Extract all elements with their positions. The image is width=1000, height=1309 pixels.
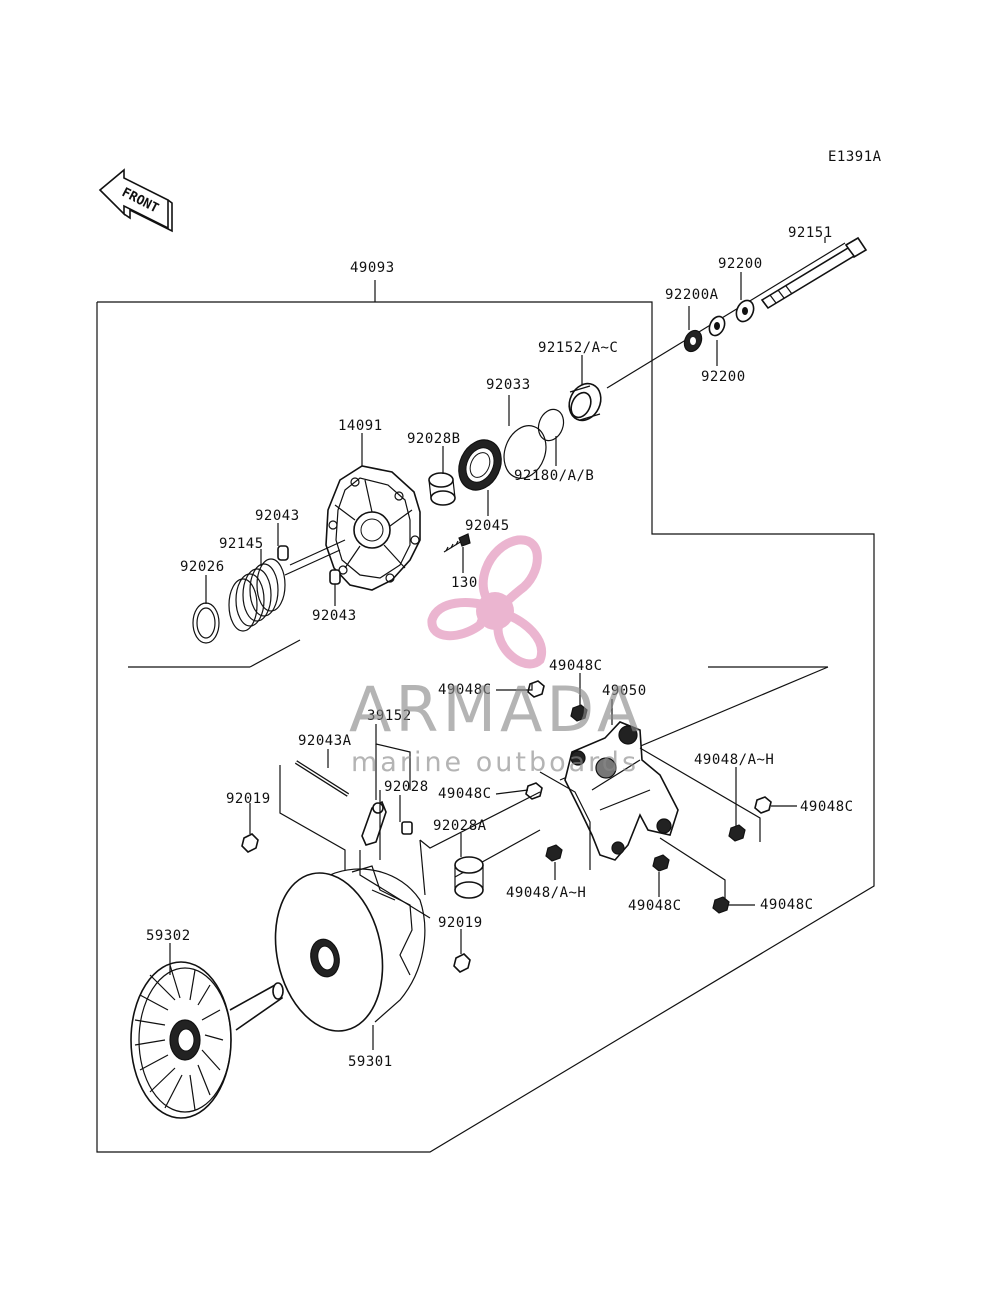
washer-92200-top [735, 299, 755, 323]
propeller-logo-icon [427, 535, 547, 669]
weight-arm-39152 [361, 800, 387, 846]
label-49048AH-right: 49048/A~H [694, 752, 774, 768]
cover-14091 [325, 465, 421, 591]
nut-49048AH-a [728, 824, 746, 842]
nut-49048C-b [570, 704, 588, 722]
label-92200-top: 92200 [718, 256, 763, 272]
label-92180: 92180/A/B [514, 468, 594, 484]
ring-92033 [503, 425, 547, 479]
leader-lines [169, 237, 826, 1050]
ring-92026 [192, 602, 220, 644]
nut-92019-right [453, 953, 471, 973]
label-49048C-2: 49048C [438, 682, 492, 698]
nut-92019-left [241, 833, 259, 853]
bolt-92151 [760, 236, 868, 310]
label-49048C-5: 49048C [628, 898, 682, 914]
label-92028A: 92028A [433, 818, 487, 834]
label-92145: 92145 [219, 536, 264, 552]
nut-49048C-c [525, 782, 543, 800]
label-49093: 49093 [350, 260, 395, 276]
front-arrow-icon: FRONT [98, 168, 173, 233]
label-92019-right: 92019 [438, 915, 483, 931]
label-92028B: 92028B [407, 431, 461, 447]
label-39152: 39152 [367, 708, 412, 724]
spring-92145 [228, 558, 286, 632]
label-92152: 92152/A~C [538, 340, 618, 356]
pin-92043-top [277, 545, 289, 561]
label-49048C-3: 49048C [438, 786, 492, 802]
watermark: ARMADA marine outboards [349, 535, 643, 778]
assembly-boundary [96, 280, 875, 1153]
label-49048C-1: 49048C [549, 658, 603, 674]
label-49048C-6: 49048C [760, 897, 814, 913]
sheave-59301 [274, 865, 426, 1032]
label-92043A: 92043A [298, 733, 352, 749]
label-130: 130 [451, 575, 478, 591]
washer-92200-bottom [708, 315, 726, 337]
pin-92043-bottom [329, 569, 341, 585]
label-49048C-4: 49048C [800, 799, 854, 815]
label-92043-bottom: 92043 [312, 608, 357, 624]
nut-49048C-f [712, 896, 730, 914]
watermark-tagline: marine outboards [351, 747, 639, 778]
pin-92043A [294, 760, 350, 797]
diagram-code: E1391A [828, 149, 882, 165]
label-59302: 59302 [146, 928, 191, 944]
label-14091: 14091 [338, 418, 383, 434]
label-92033: 92033 [486, 377, 531, 393]
label-92151: 92151 [788, 225, 833, 241]
label-92028: 92028 [384, 779, 429, 795]
label-92045: 92045 [465, 518, 510, 534]
bushing-92028A [454, 856, 484, 899]
watermark-brand: ARMADA [349, 673, 643, 746]
bush-92028 [401, 821, 413, 835]
bushing-92152 [568, 382, 602, 422]
nut-49048AH-b [545, 844, 563, 862]
label-92019-left: 92019 [226, 791, 271, 807]
label-59301: 59301 [348, 1054, 393, 1070]
label-92200-bottom: 92200 [701, 369, 746, 385]
label-92200A: 92200A [665, 287, 719, 303]
screw-130 [443, 533, 471, 553]
bearing-92045 [458, 439, 502, 491]
label-49048AH-bottom: 49048/A~H [506, 885, 586, 901]
washer-92200A [683, 329, 703, 353]
bracket-49050 [564, 721, 679, 861]
bushing-92028B [428, 472, 456, 506]
label-92043-top: 92043 [255, 508, 300, 524]
label-49050: 49050 [602, 683, 647, 699]
nut-49048C-d [754, 796, 772, 814]
nut-49048C-e [652, 854, 670, 872]
callout-labels: 49093 92151 92200 92200A 92200 92152/A~C… [146, 225, 854, 1070]
label-92026: 92026 [180, 559, 225, 575]
ring-92180 [537, 408, 565, 442]
sheave-59302 [130, 961, 284, 1119]
